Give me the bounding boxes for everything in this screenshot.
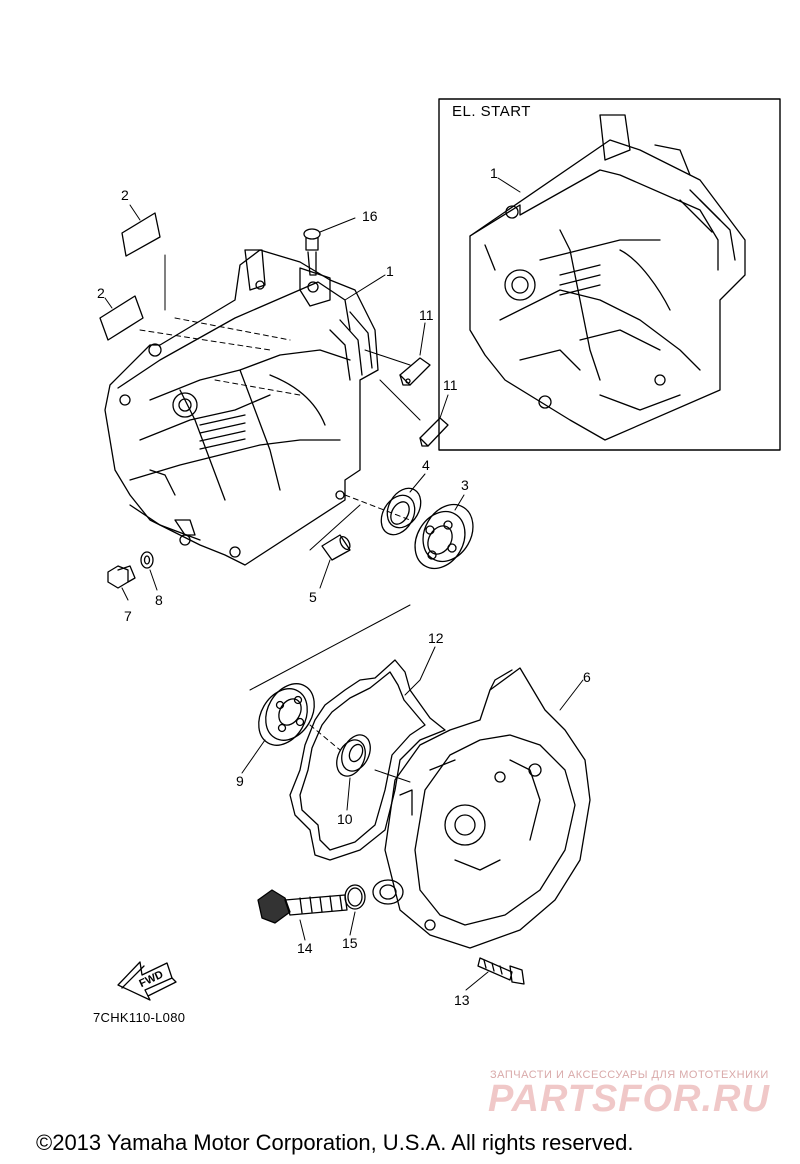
- bearing-9: [258, 683, 315, 746]
- callout-15: 15: [342, 935, 358, 951]
- dipstick-14: [257, 889, 348, 924]
- callout-2-lower: 2: [97, 285, 105, 301]
- callout-7: 7: [124, 608, 132, 624]
- gasket-12: [289, 659, 446, 861]
- watermark-brand: PARTSFOR.RU: [488, 1078, 770, 1120]
- reference-lines: [139, 254, 421, 783]
- callout-1-inset: 1: [490, 165, 498, 181]
- callout-5: 5: [309, 589, 317, 605]
- label-plate-2-lower: [99, 295, 144, 341]
- callout-3: 3: [461, 477, 469, 493]
- callout-11-upper: 11: [419, 307, 434, 323]
- dowel-5: [321, 534, 351, 561]
- copyright-notice: ©2013 Yamaha Motor Corporation, U.S.A. A…: [36, 1130, 634, 1155]
- fwd-arrow-icon: FWD: [117, 961, 177, 1001]
- inset-frame: [438, 98, 781, 451]
- watermark-subtitle: ЗАПЧАСТИ И АКСЕССУАРЫ ДЛЯ МОТОТЕХНИКИ: [490, 1069, 769, 1081]
- callout-4: 4: [422, 457, 430, 473]
- main-crankcase: [104, 249, 379, 566]
- leader-lines: [104, 177, 584, 991]
- screw-16: [303, 228, 321, 276]
- callout-16: 16: [362, 208, 378, 224]
- callout-8: 8: [155, 592, 163, 608]
- crankcase-cover-6: [372, 667, 591, 949]
- inset-title: EL. START: [452, 103, 531, 120]
- callout-6: 6: [583, 669, 591, 685]
- callout-14: 14: [297, 940, 313, 956]
- o-ring-15: [344, 884, 366, 910]
- oil-seal-10: [336, 734, 371, 777]
- drawing-code: 7CHK110-L080: [93, 1010, 186, 1025]
- dowel-11-lower: [419, 417, 449, 447]
- dowel-11-upper: [399, 357, 431, 386]
- callout-1: 1: [386, 263, 394, 279]
- callout-10: 10: [337, 811, 353, 827]
- drain-bolt-7: [107, 565, 136, 589]
- callout-13: 13: [454, 992, 470, 1008]
- washer-8: [140, 551, 154, 569]
- bolt-13: [477, 957, 525, 985]
- inset-crankcase: [469, 114, 746, 441]
- bearing-3: [414, 503, 474, 570]
- callout-12: 12: [428, 630, 444, 646]
- oil-seal-4: [380, 487, 422, 536]
- callout-2-upper: 2: [121, 187, 129, 203]
- callout-9: 9: [236, 773, 244, 789]
- callout-11-lower: 11: [443, 377, 458, 393]
- label-plate-2-upper: [121, 212, 161, 257]
